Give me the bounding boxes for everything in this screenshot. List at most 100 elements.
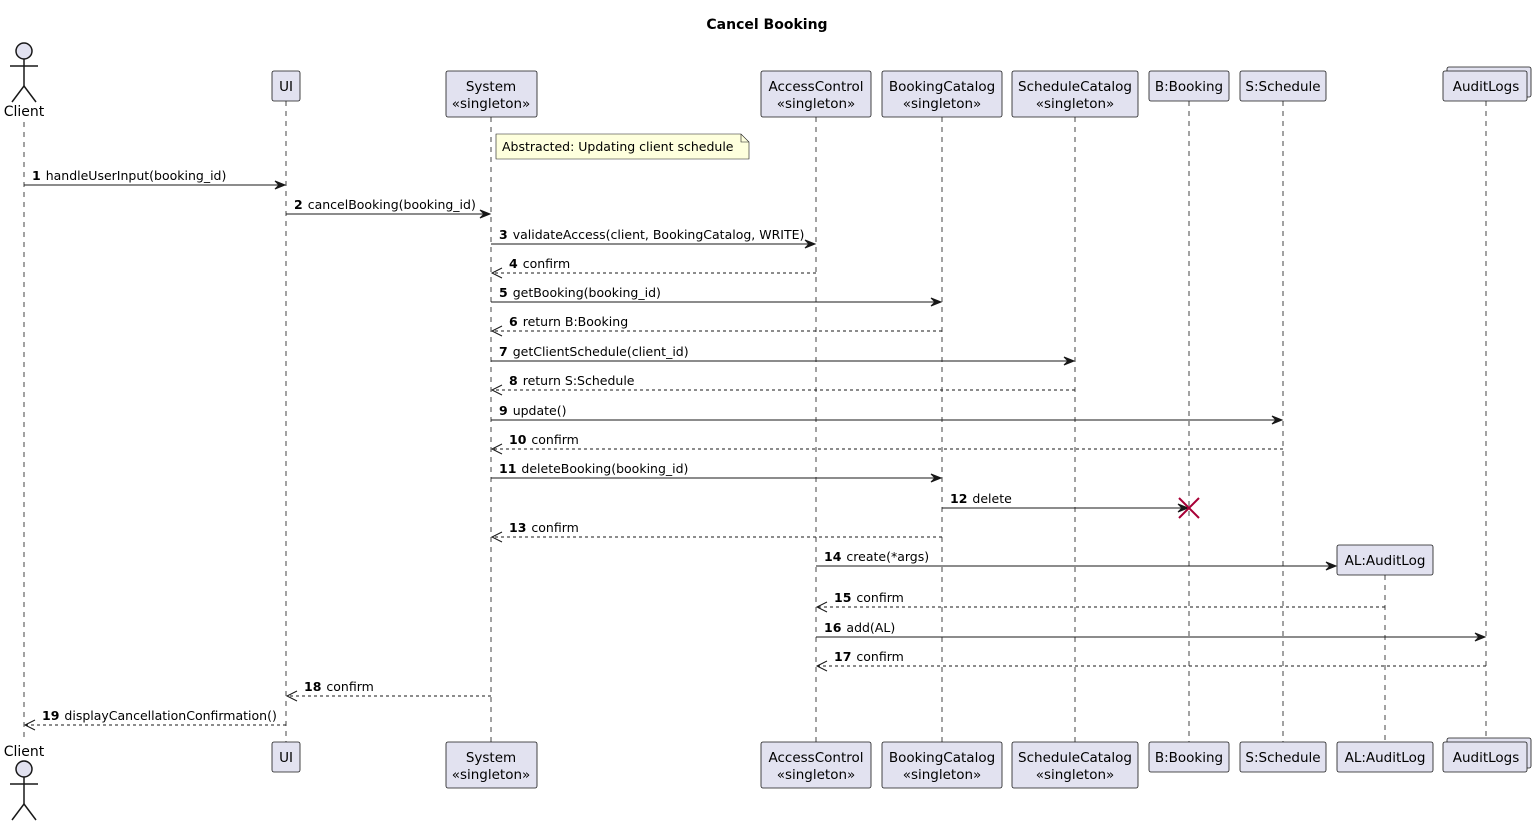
diagram-title: Cancel Booking	[706, 17, 827, 33]
participant-box	[1336, 544, 1434, 576]
filled-arrowhead	[1271, 415, 1284, 425]
participant-label: B:Booking	[1155, 79, 1223, 95]
message-label: validateAccess(client, BookingCatalog, W…	[513, 227, 805, 242]
participant-system-top: System«singleton»	[445, 70, 538, 118]
participant-label: Client	[4, 104, 45, 120]
message-label: getClientSchedule(client_id)	[513, 344, 689, 359]
participant-label: S:Schedule	[1245, 750, 1320, 766]
note-layer: Abstracted: Updating client schedule	[495, 133, 750, 160]
message-number: 2	[294, 197, 303, 212]
participant-box	[445, 741, 538, 789]
note-text: Abstracted: Updating client schedule	[502, 139, 734, 154]
message-6: 6 return B:Booking	[490, 314, 942, 337]
filled-arrowhead	[930, 297, 943, 307]
participant-auditlog-bottom: AL:AuditLog	[1336, 741, 1434, 773]
participant-stereotype: «singleton»	[1036, 767, 1115, 783]
participant-label: B:Booking	[1155, 750, 1223, 766]
participant-box	[1239, 741, 1327, 773]
message-number: 14	[824, 549, 842, 564]
message-label: getBooking(booking_id)	[513, 285, 661, 300]
message-number: 12	[950, 491, 967, 506]
participant-label: System	[466, 79, 516, 95]
participant-stereotype: «singleton»	[903, 96, 982, 112]
participant-box	[881, 741, 1003, 789]
message-number: 18	[304, 679, 321, 694]
open-arrowhead	[23, 719, 36, 731]
participant-box	[1148, 70, 1230, 102]
participant-stereotype: «singleton»	[452, 767, 531, 783]
participant-label: AccessControl	[768, 79, 863, 95]
participant-label: AuditLogs	[1453, 750, 1520, 766]
message-number: 15	[834, 590, 851, 605]
participant-box	[1442, 70, 1528, 102]
participant-system-bottom: System«singleton»	[445, 741, 538, 789]
participant-bcat-top: BookingCatalog«singleton»	[881, 70, 1003, 118]
message-text: 16 add(AL)	[824, 620, 895, 635]
open-arrowhead	[285, 690, 298, 702]
message-label: return B:Booking	[523, 314, 628, 329]
open-arrowhead	[815, 601, 828, 613]
participant-label: Client	[4, 744, 45, 760]
participant-bcat-bottom: BookingCatalog«singleton»	[881, 741, 1003, 789]
participant-access-top: AccessControl«singleton»	[760, 70, 872, 118]
filled-arrowhead	[804, 239, 817, 249]
message-label: create(*args)	[846, 549, 929, 564]
message-number: 5	[499, 285, 508, 300]
participant-label: BookingCatalog	[889, 750, 995, 766]
participant-stereotype: «singleton»	[452, 96, 531, 112]
message-text: 6 return B:Booking	[509, 314, 628, 329]
participant-box	[271, 70, 301, 102]
participant-box	[760, 70, 872, 118]
message-16: 16 add(AL)	[816, 620, 1487, 642]
participant-label: AL:AuditLog	[1345, 553, 1426, 569]
message-label: confirm	[856, 590, 903, 605]
message-number: 3	[499, 227, 508, 242]
participant-box	[881, 70, 1003, 118]
participant-label: S:Schedule	[1245, 79, 1320, 95]
message-label: add(AL)	[846, 620, 895, 635]
participant-stereotype: «singleton»	[777, 767, 856, 783]
participant-auditlogs-top: AuditLogs	[1442, 66, 1532, 102]
filled-arrowhead	[930, 473, 943, 483]
participant-box	[1239, 70, 1327, 102]
message-number: 8	[509, 373, 518, 388]
open-arrowhead	[490, 384, 503, 396]
message-number: 16	[824, 620, 842, 635]
message-3: 3 validateAccess(client, BookingCatalog, …	[491, 227, 817, 249]
open-arrowhead	[815, 660, 828, 672]
participant-box	[1442, 741, 1528, 773]
participant-client-top: Client	[4, 42, 45, 120]
participant-label: AuditLogs	[1453, 79, 1520, 95]
message-1: 1 handleUserInput(booking_id)	[24, 168, 287, 190]
open-arrowhead	[490, 531, 503, 543]
message-label: confirm	[531, 520, 578, 535]
participant-label: UI	[279, 79, 293, 95]
filled-arrowhead	[479, 209, 492, 219]
filled-arrowhead	[1063, 356, 1076, 366]
participant-stereotype: «singleton»	[777, 96, 856, 112]
message-number: 19	[42, 708, 59, 723]
message-text: 15 confirm	[834, 590, 904, 605]
message-number: 6	[509, 314, 518, 329]
message-label: handleUserInput(booking_id)	[46, 168, 227, 183]
message-label: delete	[972, 491, 1012, 506]
participant-booking-top: B:Booking	[1148, 70, 1230, 102]
participants: ClientClientUIUISystem«singleton»System«…	[4, 42, 1532, 821]
participant-access-bottom: AccessControl«singleton»	[760, 741, 872, 789]
message-label: confirm	[856, 649, 903, 664]
message-15: 15 confirm	[815, 590, 1385, 613]
participant-box	[1011, 70, 1139, 118]
message-text: 5 getBooking(booking_id)	[499, 285, 661, 300]
participant-label: AL:AuditLog	[1345, 750, 1426, 766]
participant-client-bottom: Client	[4, 744, 45, 821]
message-number: 1	[32, 168, 41, 183]
